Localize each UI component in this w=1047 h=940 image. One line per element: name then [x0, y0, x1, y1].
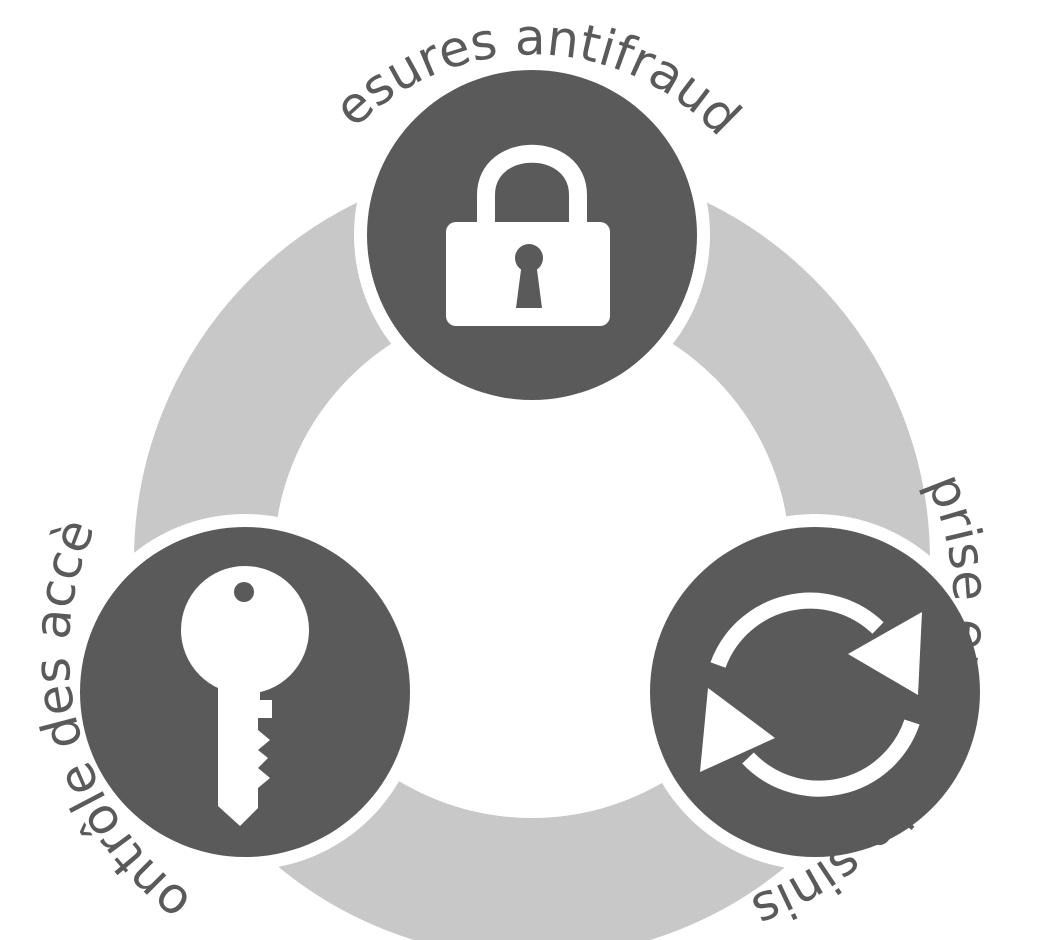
key-icon	[181, 566, 309, 826]
refresh-arrows-icon	[700, 592, 922, 797]
node-antifraud	[354, 57, 710, 413]
node-disaster-recovery	[637, 514, 993, 870]
node-disaster-recovery-circle	[650, 527, 980, 857]
node-access-control	[67, 514, 423, 870]
padlock-icon	[446, 144, 610, 326]
